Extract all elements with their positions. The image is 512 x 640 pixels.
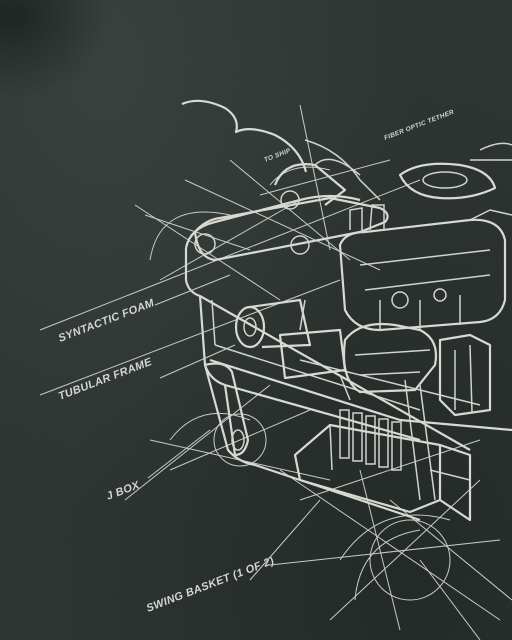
label-swing-basket: SWING BASKET (1 OF 2)	[145, 555, 276, 615]
label-leaders	[147, 274, 321, 581]
electronics-pod	[338, 142, 512, 332]
label-fiber-optic-tether: FIBER OPTIC TETHER	[383, 109, 455, 142]
syntactic-foam-block	[193, 139, 389, 262]
swing-basket	[293, 379, 472, 522]
label-j-box: J BOX	[105, 479, 142, 503]
thruster-assembly	[234, 298, 492, 417]
label-tubular-frame: TUBULAR FRAME	[57, 356, 154, 403]
j-box	[204, 362, 250, 457]
fabric-fold-shadow	[0, 0, 110, 100]
label-to-ship: TO SHIP	[263, 147, 292, 164]
tether-cable	[181, 99, 308, 173]
